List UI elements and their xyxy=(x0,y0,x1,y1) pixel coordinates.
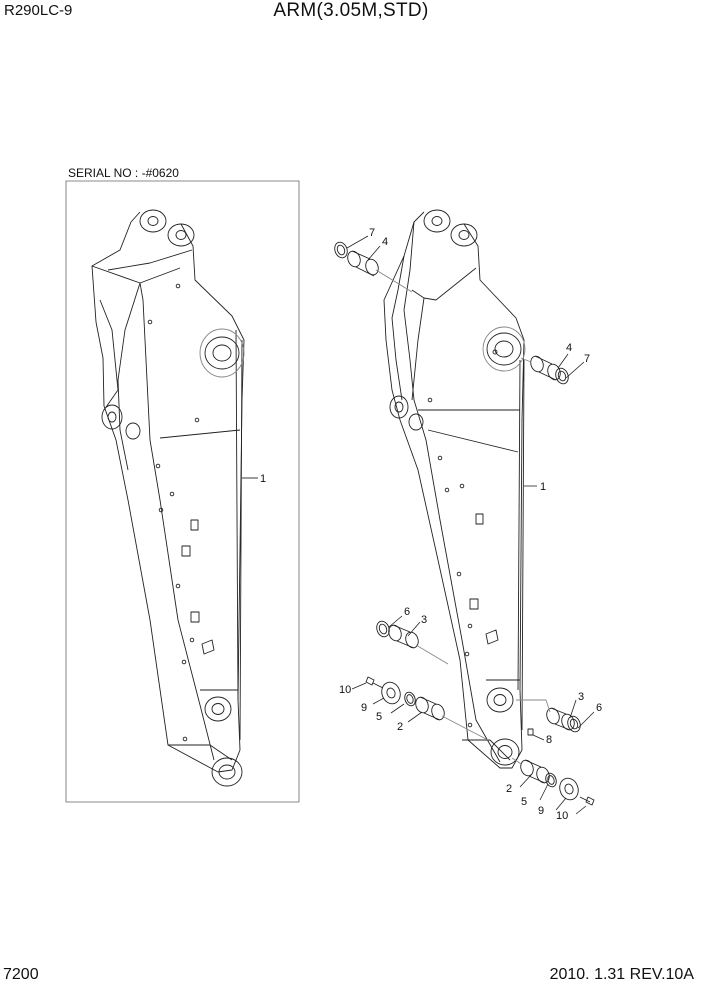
grease-fitting xyxy=(527,728,534,736)
revision-date: 2010. 1.31 REV.10A xyxy=(549,966,694,983)
ring-upper-left xyxy=(334,241,348,259)
inset-arm-drawing xyxy=(91,209,245,787)
bushing-low-right xyxy=(520,759,550,784)
inset-frame xyxy=(65,180,300,803)
label-ring-upper-right: 7 xyxy=(584,353,590,365)
model-code: R290LC-9 xyxy=(4,2,73,19)
label-grease-fitting: 8 xyxy=(546,734,552,746)
axis-low-left xyxy=(441,715,489,741)
label-ring-mid-right: 6 xyxy=(596,702,602,714)
plate-low-right xyxy=(559,777,579,801)
label-arm: 1 xyxy=(540,481,546,493)
bushing-mid-left xyxy=(388,624,419,649)
ring-mid-left xyxy=(376,620,390,638)
page-number: 7200 xyxy=(3,966,39,983)
bolt-low-left xyxy=(365,676,384,689)
bolt-low-right xyxy=(579,796,595,806)
label-bushing-low-right: 2 xyxy=(506,783,512,795)
bushing-upper-right xyxy=(530,355,561,381)
label-ring-upper-left: 7 xyxy=(369,227,375,239)
label-bolt-low-right: 10 xyxy=(556,810,568,822)
ring-low-right xyxy=(545,772,557,788)
leader-lines xyxy=(346,235,595,815)
plate-low-left xyxy=(381,681,401,705)
inset-label-arm: 1 xyxy=(260,473,266,485)
label-plate-low-right: 9 xyxy=(538,805,544,817)
main-arm-drawing xyxy=(383,209,526,769)
label-plate-low-left: 9 xyxy=(361,702,367,714)
label-bolt-low-left: 10 xyxy=(339,684,351,696)
label-ring-mid-left: 6 xyxy=(404,606,410,618)
axis-upper-left xyxy=(375,269,413,293)
label-ring-low-right: 5 xyxy=(521,796,527,808)
axis-low-right xyxy=(511,757,522,765)
ring-low-left xyxy=(404,691,416,707)
bushing-low-left xyxy=(415,696,445,721)
label-bushing-upper-right: 4 xyxy=(566,342,572,354)
axis-mid-left xyxy=(415,644,449,665)
label-bushing-upper-left: 4 xyxy=(382,236,388,248)
label-bushing-mid-right: 3 xyxy=(578,691,584,703)
axis-mid-right xyxy=(516,699,551,713)
axis-upper-right xyxy=(520,357,532,363)
ring-upper-right xyxy=(555,367,569,385)
label-ring-low-left: 5 xyxy=(376,711,382,723)
label-bushing-mid-left: 3 xyxy=(421,614,427,626)
label-bushing-low-left: 2 xyxy=(397,721,403,733)
page-title: ARM(3.05M,STD) xyxy=(273,0,429,21)
ring-mid-right xyxy=(567,715,581,733)
bushing-upper-left xyxy=(347,250,379,277)
serial-number-label: SERIAL NO : -#0620 xyxy=(68,166,179,180)
